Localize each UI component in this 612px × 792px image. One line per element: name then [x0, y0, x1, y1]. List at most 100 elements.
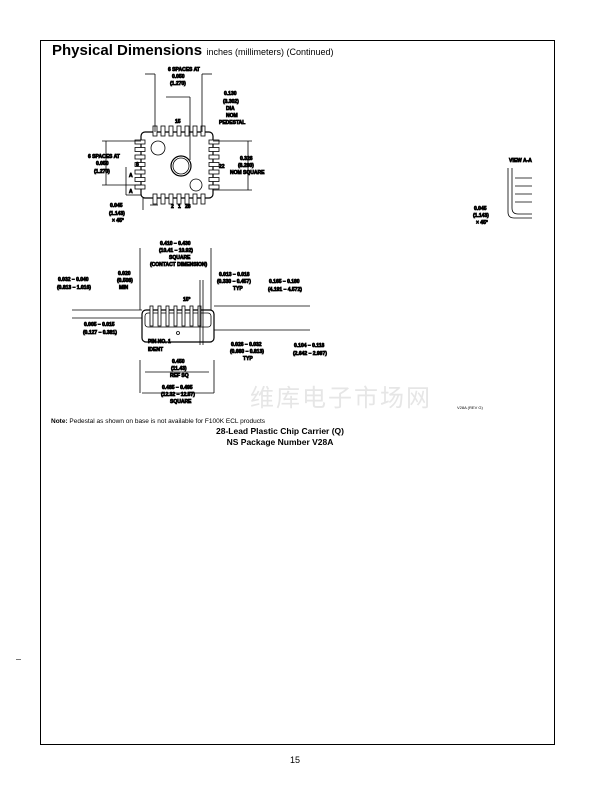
- lead: [173, 305, 178, 327]
- dim-label: (3.302): [223, 99, 239, 105]
- lead: [149, 305, 154, 327]
- lead: [208, 162, 220, 167]
- title-units: inches (millimeters) (Continued): [206, 47, 334, 57]
- dim-label: 0.026 – 0.032: [231, 342, 262, 348]
- pin-label: 28: [185, 204, 191, 210]
- lead: [134, 139, 146, 145]
- lead: [134, 177, 146, 182]
- pin-label: 22: [219, 164, 225, 170]
- dim-label: 0.020: [118, 271, 131, 277]
- dim-label: NOM: [226, 113, 238, 119]
- revision-label: V28A (REV G): [457, 405, 483, 410]
- lead: [160, 193, 166, 205]
- lead: [176, 125, 182, 137]
- note-label: Note:: [51, 418, 68, 425]
- page-title: Physical Dimensions inches (millimeters)…: [52, 42, 334, 60]
- lead: [200, 125, 206, 137]
- lead: [160, 125, 166, 137]
- dim-label: SQUARE: [170, 399, 192, 405]
- lead: [184, 125, 190, 137]
- dim-label: (10.41 – 10.92): [159, 248, 193, 254]
- dim-label: (0.660 – 0.813): [230, 349, 264, 355]
- lead: [168, 193, 174, 205]
- lead: [181, 305, 186, 327]
- dim-label: REF SQ: [170, 373, 189, 379]
- dim-label: 0.130: [224, 91, 237, 97]
- dim-label: 0.104 – 0.118: [294, 343, 325, 349]
- dim-label: SQUARE: [169, 255, 191, 261]
- lead: [176, 193, 182, 205]
- dim-label: 0.326: [240, 156, 253, 162]
- lead: [184, 193, 190, 205]
- watermark: 维库电子市场网: [250, 384, 432, 412]
- dim-label: (1.143): [109, 211, 125, 217]
- lead: [208, 169, 220, 175]
- page-border: [40, 40, 555, 745]
- view-label: VIEW A-A: [509, 158, 532, 164]
- lead: [192, 193, 198, 205]
- dim-label: 0.050: [96, 161, 109, 167]
- lead: [208, 154, 220, 160]
- lead: [197, 305, 202, 327]
- dim-label: TYP: [243, 356, 253, 362]
- package-caption: 28-Lead Plastic Chip Carrier (Q): [215, 426, 344, 436]
- dim-label: 0.045: [110, 203, 123, 209]
- dim-label: 0.410 – 0.430: [160, 241, 191, 247]
- lead: [157, 305, 162, 327]
- title-text: Physical Dimensions: [52, 42, 203, 59]
- note: Note: Pedestal as shown on base is not a…: [51, 418, 265, 425]
- dim-label: PEDESTAL: [219, 120, 245, 126]
- angle-label: 15°: [183, 297, 191, 303]
- pin-label: 1: [178, 204, 181, 210]
- dim-label: × 45°: [112, 218, 124, 224]
- dim-label: NOM SQUARE: [230, 170, 265, 176]
- lead: [208, 139, 220, 145]
- lead: [208, 177, 220, 182]
- dim-label: 0.013 – 0.018: [219, 272, 250, 278]
- lead: [152, 193, 158, 205]
- lead: [165, 305, 170, 327]
- side-view: [72, 248, 310, 394]
- dim-label: 0.045: [474, 206, 487, 212]
- dim-label: 0.450: [172, 359, 185, 365]
- dim-label: 6 SPACES AT: [168, 67, 200, 73]
- lead: [189, 305, 194, 327]
- view-a-a: [507, 168, 532, 219]
- dim-label: DIA: [226, 106, 235, 112]
- lead: [208, 147, 220, 152]
- dim-label: (1.270): [94, 169, 110, 175]
- lead: [134, 184, 146, 190]
- dim-label: (12.32 – 12.57): [161, 392, 195, 398]
- pin-label: 2: [171, 204, 174, 210]
- top-view: [102, 73, 252, 210]
- dim-label: × 45°: [476, 220, 488, 226]
- lead: [134, 147, 146, 152]
- lead: [134, 162, 146, 167]
- dim-label: (2.642 – 2.997): [293, 351, 327, 357]
- dim-label: (0.127 – 0.381): [83, 330, 117, 336]
- dim-label: (0.330 – 0.457): [217, 279, 251, 285]
- dim-label: (1.143): [473, 213, 489, 219]
- dim-label: MIN: [119, 285, 129, 291]
- margin-mark: [16, 659, 21, 660]
- dim-label: 0.032 – 0.040: [58, 277, 89, 283]
- pin-label: 15: [175, 119, 181, 125]
- lead: [200, 193, 206, 205]
- lead: [168, 125, 174, 137]
- section-label: A: [129, 173, 133, 179]
- lead: [208, 184, 220, 190]
- dim-label: (1.270): [170, 81, 186, 87]
- package-number: NS Package Number V28A: [226, 437, 334, 447]
- dim-label: (8.280): [238, 163, 254, 169]
- pin-label: 8: [136, 162, 139, 168]
- dim-label: (11.43): [171, 366, 187, 372]
- note-text: Pedestal as shown on base is not availab…: [69, 418, 266, 425]
- dim-label: 0.165 – 0.180: [269, 279, 300, 285]
- pin-ident-label: IDENT: [148, 347, 163, 353]
- dim-label: 6 SPACES AT: [88, 154, 120, 160]
- dim-label: TYP: [233, 286, 243, 292]
- dim-label: 0.050: [172, 74, 185, 80]
- section-label: A: [129, 189, 133, 195]
- dim-label: 0.005 – 0.015: [84, 322, 115, 328]
